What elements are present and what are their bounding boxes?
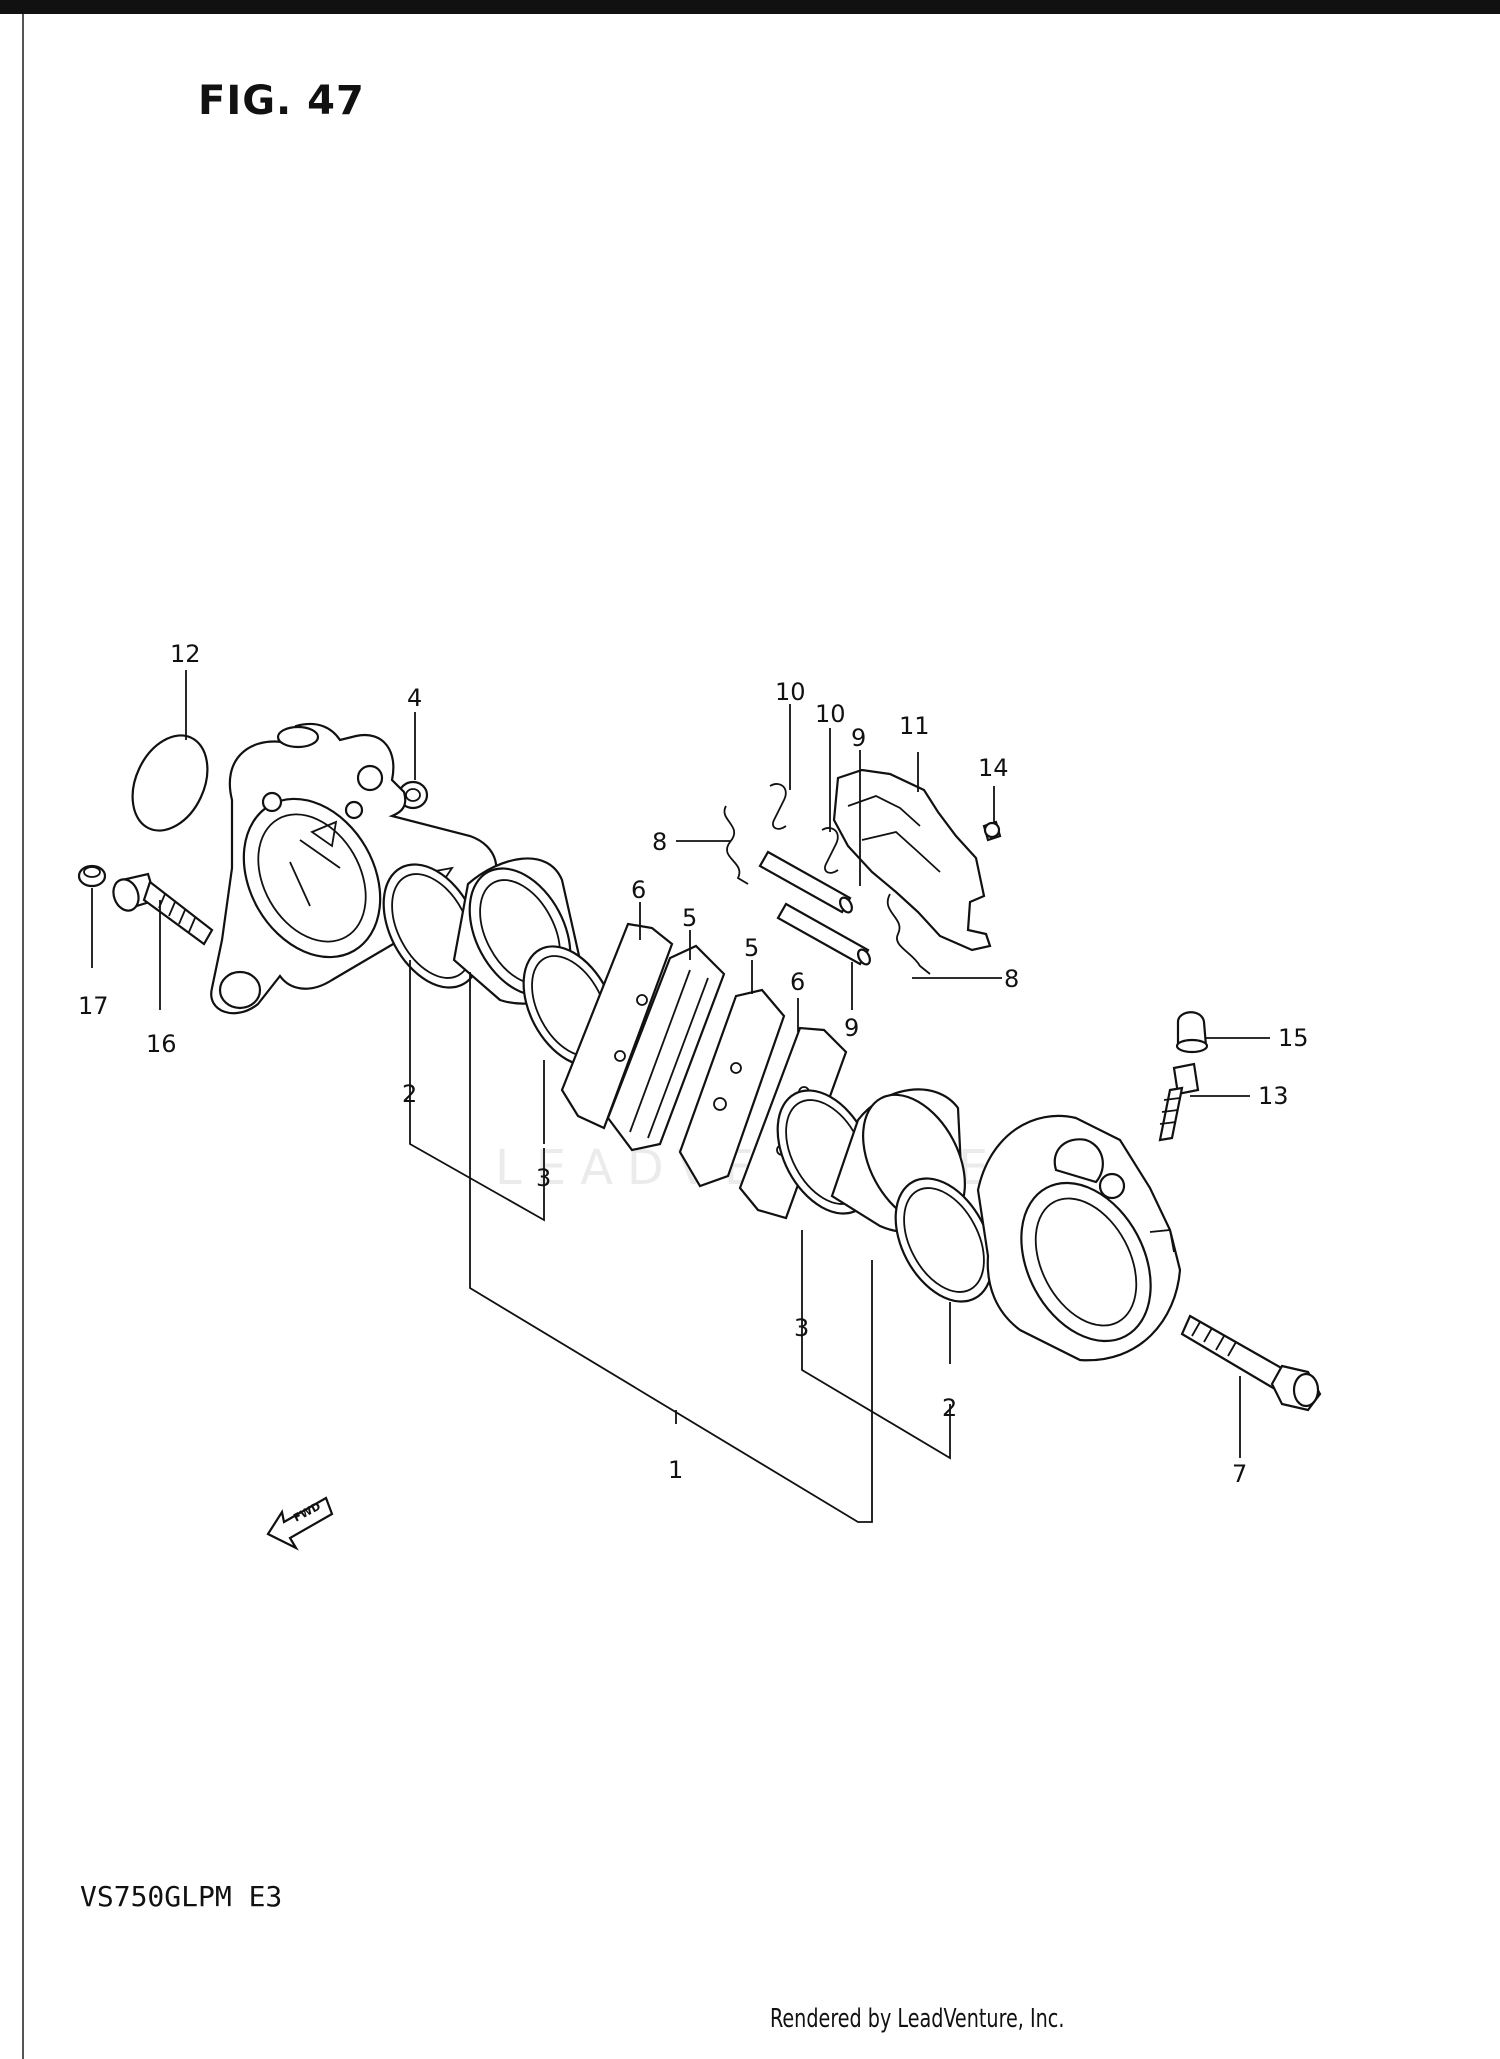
callout-16: 16 [146,1030,177,1058]
part-13-bleeder-valve [1158,1062,1200,1142]
callout-5-left: 5 [682,904,697,932]
part-6-shim-left [560,922,674,1130]
top-border [0,0,1500,14]
part-16-bolt [112,872,214,946]
callout-labels: 12 4 17 16 10 10 9 11 14 8 8 9 6 5 5 6 1… [78,640,1309,1488]
part-10-clip-upper [769,783,787,830]
part-9-pin-lower [776,902,871,966]
model-code: VS750GLPM E3 [80,1880,283,1913]
callout-4: 4 [407,684,422,712]
callout-3-right: 3 [794,1314,809,1342]
part-17-bleeder-cap [77,864,107,888]
callout-11: 11 [899,712,930,740]
part-14-bleeder-cap [1175,1011,1209,1054]
part-9-pin-upper [758,850,853,914]
part-7-bolt [1180,1314,1322,1412]
part-11-pad-cover [832,768,992,952]
caliper-body-left [210,722,498,1015]
callout-6-left: 6 [631,876,646,904]
callout-7: 7 [1232,1460,1247,1488]
figure-title: FIG. 47 [198,78,365,124]
callout-8-right: 8 [1004,965,1019,993]
credit-line: Rendered by LeadVenture, Inc. [770,2004,1065,2034]
part-5-pad-right [678,988,786,1188]
callout-9-lower: 9 [844,1014,859,1042]
fwd-arrow-icon: FWD [266,1496,334,1551]
part-8-spring-left [723,805,749,885]
callout-14: 15 [1278,1024,1309,1052]
part-15-screw [982,820,1002,842]
callout-15: 14 [978,754,1009,782]
callout-10-upper: 10 [775,678,806,706]
callout-5-right: 5 [744,934,759,962]
callout-2-right: 2 [942,1394,957,1422]
callout-6-right: 6 [790,968,805,996]
callout-2-left: 2 [402,1080,417,1108]
callout-12: 12 [170,640,201,668]
callout-10-lower: 10 [815,700,846,728]
part-8-spring-right [886,893,931,975]
callout-17: 17 [78,992,109,1020]
callout-13: 13 [1258,1082,1289,1110]
part-5-pad-left [606,944,726,1152]
part-2-seal-right [894,1177,994,1303]
part-12-cap [131,734,209,832]
callout-9-upper: 9 [851,724,866,752]
caliper-body-right [976,1114,1182,1362]
callout-8-left: 8 [652,828,667,856]
left-border [22,14,24,2059]
callout-1: 1 [668,1456,683,1484]
callout-3-left: 3 [536,1164,551,1192]
leader-lines [91,670,1270,1523]
part-10-clip-lower [821,827,839,874]
